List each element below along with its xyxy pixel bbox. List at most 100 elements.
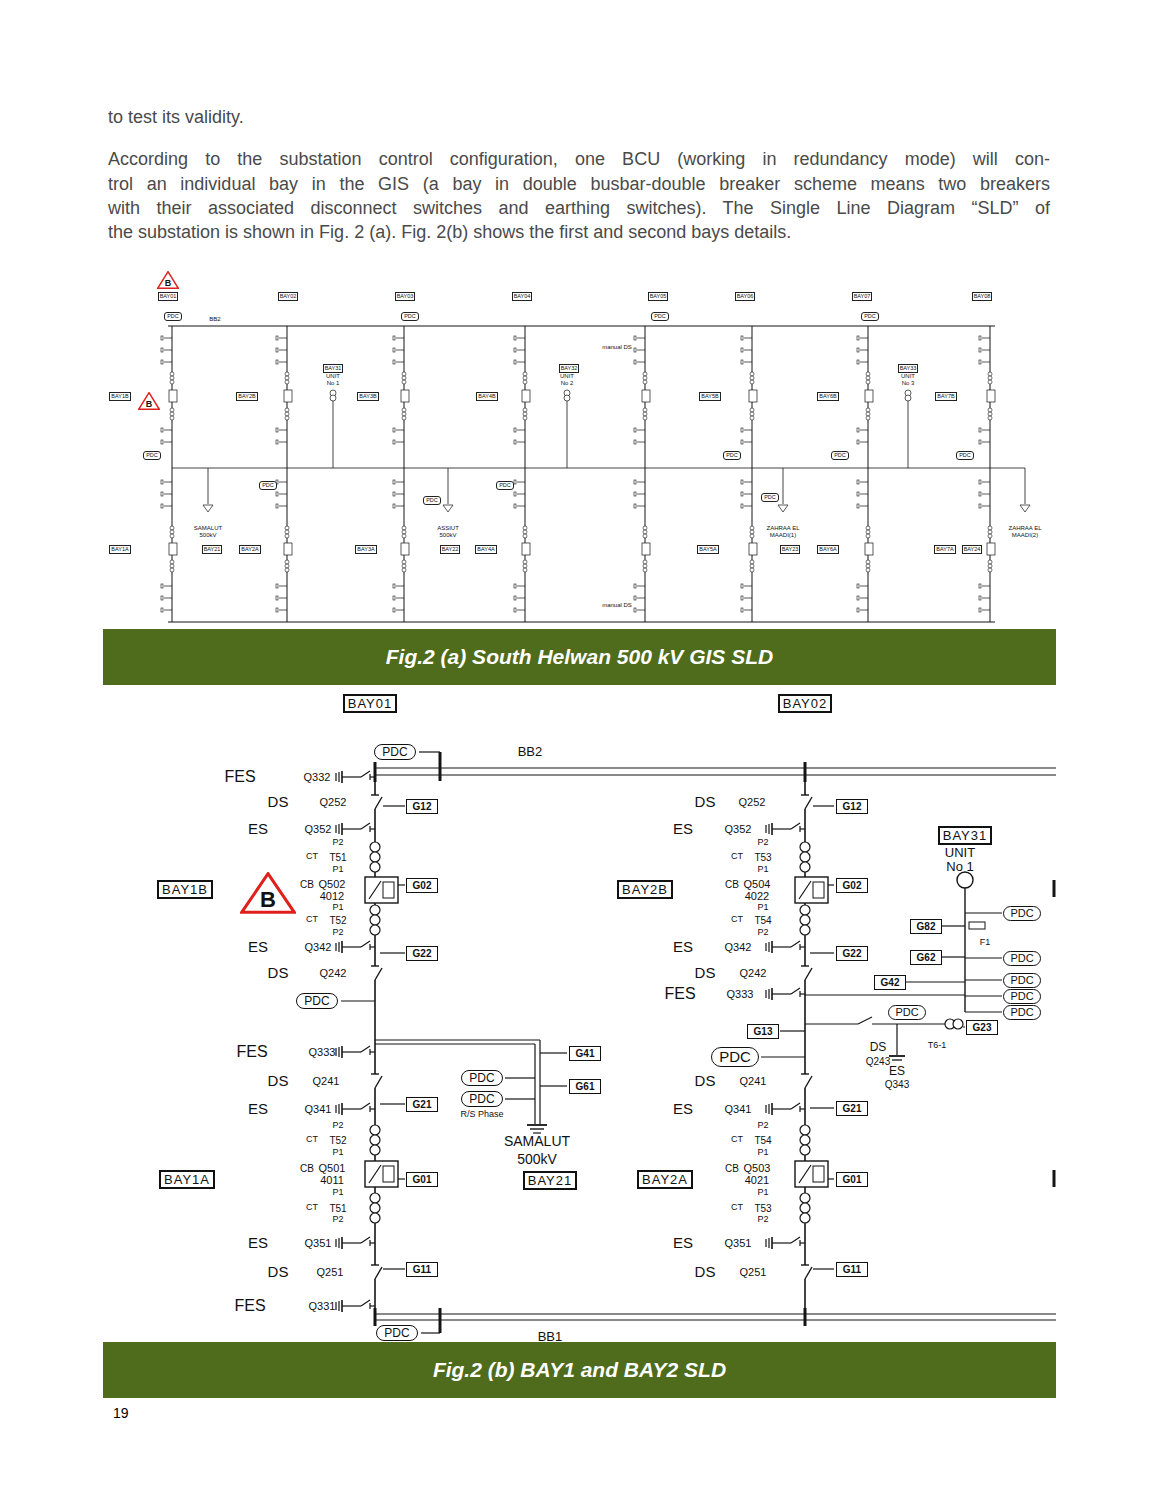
diagram-label: ES bbox=[248, 1101, 268, 1118]
node-text: PDC bbox=[304, 994, 329, 1008]
ct-symbol bbox=[643, 534, 647, 538]
wire bbox=[791, 941, 800, 947]
ground-symbol bbox=[778, 505, 788, 512]
wire bbox=[517, 350, 525, 351]
wire bbox=[164, 362, 172, 363]
wire bbox=[396, 610, 404, 611]
diagram-label: CT bbox=[306, 852, 318, 862]
wire bbox=[164, 586, 172, 587]
ct-symbol bbox=[285, 568, 289, 572]
device-symbol bbox=[514, 360, 516, 364]
wire bbox=[371, 1264, 379, 1265]
device-symbol bbox=[741, 336, 743, 340]
wire bbox=[172, 468, 287, 469]
wire bbox=[860, 610, 868, 611]
diagram-label: ES bbox=[248, 1235, 268, 1252]
node-text: BAY4A bbox=[477, 546, 494, 552]
wire bbox=[525, 326, 526, 622]
wire bbox=[868, 468, 990, 469]
pdc-box: PDC bbox=[461, 1091, 502, 1107]
ground-symbol bbox=[203, 505, 213, 512]
ct-symbol bbox=[170, 534, 174, 538]
diagram-label: Q243 bbox=[866, 1056, 890, 1067]
wire bbox=[982, 598, 990, 599]
wire bbox=[421, 1332, 440, 1333]
node-text: BAY1A bbox=[111, 546, 128, 552]
diagram-label: Q252 bbox=[320, 796, 347, 808]
gas-zone-tag: G41 bbox=[569, 1046, 602, 1061]
wire bbox=[342, 1051, 361, 1052]
wire bbox=[765, 825, 766, 833]
wire bbox=[335, 1048, 336, 1056]
wire bbox=[780, 1030, 805, 1031]
ct-symbol bbox=[330, 395, 336, 401]
diagram-label: T54 bbox=[754, 915, 771, 926]
node-text: G61 bbox=[576, 1081, 595, 1092]
bay-tag: BAY22 bbox=[440, 545, 461, 554]
device-symbol bbox=[284, 390, 292, 402]
device-symbol bbox=[987, 543, 995, 555]
gas-zone-tag: G62 bbox=[910, 950, 943, 965]
node-text: PDC bbox=[1010, 952, 1033, 964]
ct-symbol bbox=[285, 416, 289, 420]
node-text: BAY31 bbox=[325, 365, 342, 371]
bay-tag: BAY2A bbox=[637, 1170, 693, 1189]
wire bbox=[396, 506, 404, 507]
ct-symbol bbox=[866, 530, 870, 534]
device-symbol bbox=[857, 584, 859, 588]
ct-symbol bbox=[285, 380, 289, 384]
diagram-label: Q242 bbox=[320, 967, 347, 979]
device-symbol bbox=[634, 608, 636, 612]
pdc-box: PDC bbox=[461, 1070, 502, 1086]
node-text: PDC bbox=[864, 313, 876, 319]
ct-symbol bbox=[285, 412, 289, 416]
device-symbol bbox=[979, 584, 981, 588]
ct-symbol bbox=[800, 915, 810, 925]
device-symbol bbox=[161, 608, 163, 612]
triangle-shape bbox=[242, 874, 295, 913]
device-symbol bbox=[802, 1265, 808, 1279]
diagram-label: P2 bbox=[757, 1121, 768, 1131]
diagram-label: CT bbox=[731, 852, 743, 862]
diagram-label: T51 bbox=[329, 852, 346, 863]
ct-symbol bbox=[523, 560, 527, 564]
node-text: G01 bbox=[843, 1174, 862, 1185]
gas-zone-tag: G02 bbox=[406, 878, 439, 893]
device-symbol bbox=[514, 504, 516, 508]
bay-tag: BAY1B bbox=[109, 392, 130, 401]
wire bbox=[791, 823, 800, 829]
wire bbox=[361, 823, 370, 829]
ct-symbol bbox=[285, 526, 289, 530]
wire bbox=[744, 482, 752, 483]
wire bbox=[805, 994, 965, 995]
node-text: PDC bbox=[1010, 974, 1033, 986]
pdc-box: PDC bbox=[423, 496, 441, 505]
diagram-label: Q332 bbox=[304, 771, 331, 783]
node-text: BAY03 bbox=[397, 293, 414, 299]
device-symbol bbox=[393, 480, 395, 484]
wire bbox=[439, 752, 442, 781]
diagram-label: Q341 bbox=[725, 1103, 752, 1115]
diagram-label: 4022 bbox=[745, 890, 769, 902]
ct-symbol bbox=[523, 526, 527, 530]
diagram-label: Q333 bbox=[727, 988, 754, 1000]
bay-tag: BAY3B bbox=[357, 392, 378, 401]
ct-symbol bbox=[370, 1125, 380, 1135]
wire bbox=[164, 338, 172, 339]
device-symbol bbox=[393, 596, 395, 600]
wire bbox=[637, 586, 645, 587]
bay-tag: BAY23 bbox=[780, 545, 801, 554]
ct-symbol bbox=[866, 560, 870, 564]
wire bbox=[338, 1104, 339, 1114]
wire bbox=[813, 805, 834, 806]
ct-symbol bbox=[523, 534, 527, 538]
wire bbox=[765, 1239, 766, 1247]
wire bbox=[164, 482, 172, 483]
wire bbox=[765, 1105, 766, 1113]
node-text: BAY1B bbox=[111, 393, 128, 399]
node-text: BAY05 bbox=[650, 293, 667, 299]
wire bbox=[858, 1017, 872, 1024]
device-symbol bbox=[276, 492, 278, 496]
diagram-label: Q251 bbox=[317, 1266, 344, 1278]
